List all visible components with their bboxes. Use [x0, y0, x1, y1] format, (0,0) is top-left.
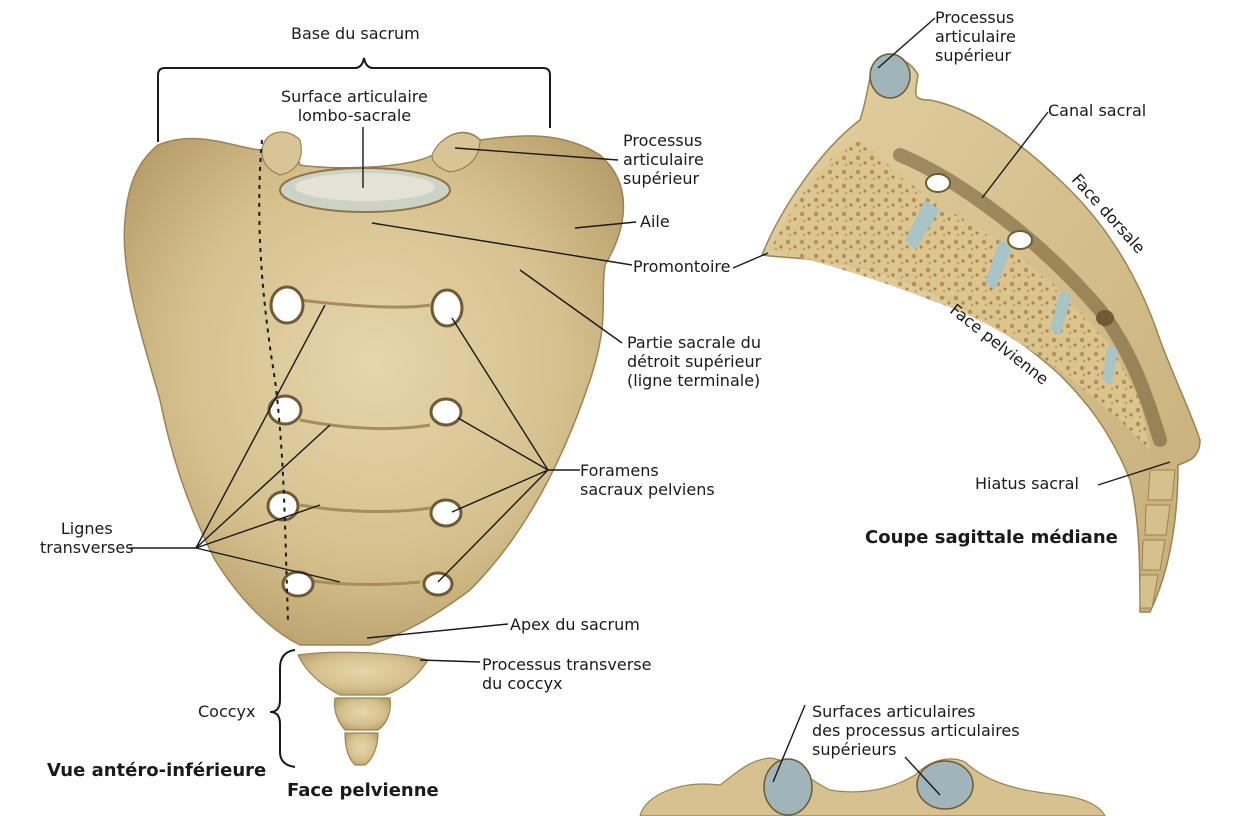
sagittal-spongy-bone	[770, 140, 1150, 450]
sacrum-superior-view-partial	[639, 757, 1106, 816]
label-lignes-transverses: Lignes transverses	[40, 519, 134, 557]
superior-art-surface-left	[763, 758, 813, 816]
sagittal-coccyx	[1139, 469, 1176, 609]
label-promontoire: Promontoire	[633, 257, 731, 276]
superior-articular-process-left	[261, 131, 302, 176]
label-base-du-sacrum: Base du sacrum	[291, 24, 420, 43]
dashed-pelvic-line	[258, 139, 289, 621]
label-aile: Aile	[640, 212, 670, 231]
caption-vue-antero-inferieure: Vue antéro-inférieure	[47, 760, 267, 781]
sacrum-sagittal-section	[760, 53, 1201, 613]
leader-lines	[130, 17, 1171, 796]
label-apex-du-sacrum: Apex du sacrum	[510, 615, 640, 634]
sacrum-anterior-view	[123, 57, 625, 768]
base-brace	[157, 57, 551, 142]
label-processus-transverse-coccyx: Processus transverse du coccyx	[482, 655, 652, 693]
label-foramens: Foramens sacraux pelviens	[580, 461, 715, 499]
superior-art-surface-right	[916, 760, 974, 810]
sagittal-art-surface	[869, 53, 911, 99]
label-surfaces-articulaires: Surfaces articulaires des processus arti…	[812, 702, 1020, 759]
sacral-canal	[893, 148, 1167, 447]
coccyx-shape	[297, 651, 429, 766]
superior-articular-process-right	[431, 132, 481, 173]
label-surface-lombo-sacrale: Surface articulaire lombo-sacrale	[281, 87, 428, 125]
label-partie-sacrale: Partie sacrale du détroit supérieur (lig…	[627, 333, 762, 390]
label-processus-articulaire-sup-right: Processus articulaire supérieur	[935, 8, 1016, 65]
coccyx-brace	[269, 649, 296, 768]
label-canal-sacral: Canal sacral	[1048, 101, 1147, 120]
label-coccyx: Coccyx	[198, 702, 256, 721]
caption-coupe-sagittale: Coupe sagittale médiane	[865, 527, 1118, 548]
caption-face-pelvienne: Face pelvienne	[287, 780, 439, 801]
label-hiatus-sacral: Hiatus sacral	[975, 474, 1079, 493]
label-processus-articulaire-sup-left: Processus articulaire supérieur	[623, 131, 704, 188]
